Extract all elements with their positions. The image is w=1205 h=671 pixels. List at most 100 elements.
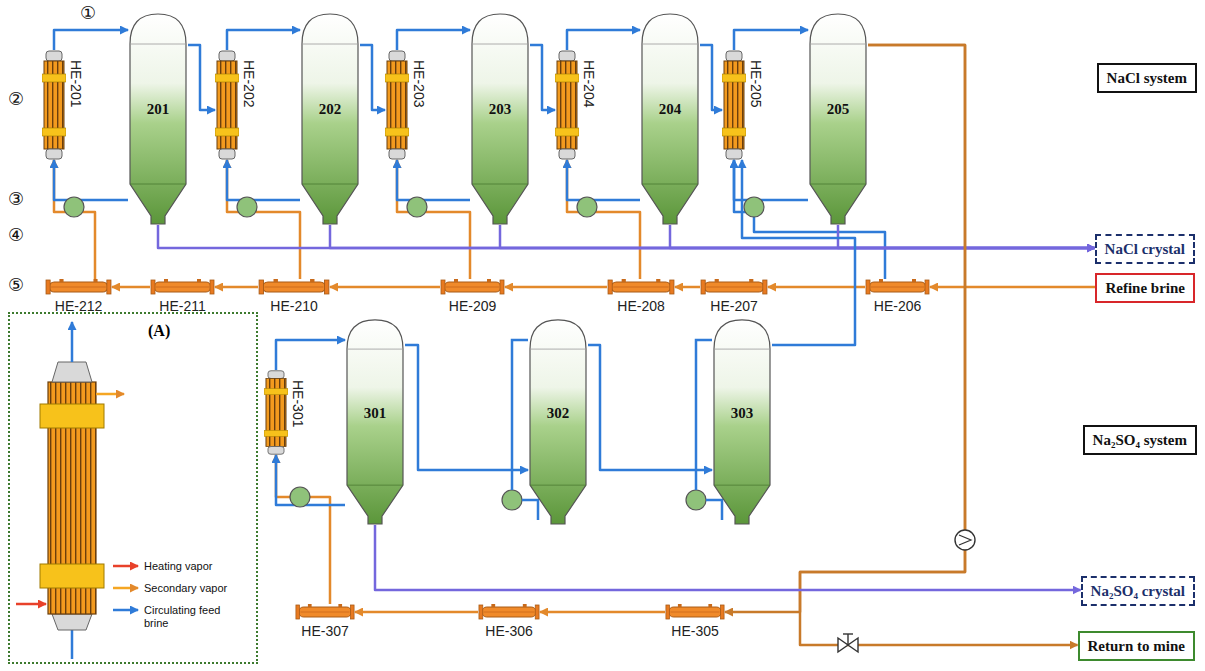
preheater-symbol <box>150 279 215 295</box>
stream-box: NaCl crystal <box>1095 234 1195 264</box>
legend-text: Secondary vapor <box>144 582 227 595</box>
equipment-tag: HE-209 <box>449 298 496 314</box>
evaporator: 203 <box>470 12 530 225</box>
heat-exchanger-symbol <box>42 50 66 160</box>
heat-exchanger-symbol <box>555 50 579 160</box>
pipe-connector <box>734 160 808 200</box>
evaporator-vessel <box>808 12 868 225</box>
evaporator: 202 <box>300 12 360 225</box>
legend-arrow <box>112 582 140 594</box>
pipe-connector <box>734 30 808 50</box>
preheater-symbol <box>258 279 330 295</box>
pipe-connector <box>768 286 865 289</box>
evaporator-number: 303 <box>712 405 772 422</box>
preheater-symbol <box>607 279 675 295</box>
preheater: HE-307 <box>295 604 355 620</box>
evaporator-vessel <box>128 12 188 225</box>
preheater-symbol <box>478 604 540 620</box>
stream-box: NaCl system <box>1097 63 1197 93</box>
equipment-tag: HE-204 <box>581 60 597 107</box>
evaporator-vessel <box>345 318 405 525</box>
pipe-connector <box>930 286 1095 289</box>
equipment-tag: HE-203 <box>411 60 427 107</box>
evaporator-vessel <box>640 12 700 225</box>
pipe-connector <box>397 30 470 50</box>
preheater-symbol <box>440 279 505 295</box>
box-label: Na₂SO₄ system <box>1093 430 1187 450</box>
pipe-connector <box>500 225 1095 248</box>
evaporator: 201 <box>128 12 188 225</box>
evaporator-number: 202 <box>300 101 360 118</box>
legend-entry: Circulating feed brine <box>112 604 240 630</box>
evaporator: 301 <box>345 318 405 525</box>
box-label: Refine brine <box>1105 278 1185 298</box>
stream-box: Refine brine <box>1095 273 1195 303</box>
preheater: HE-212 <box>45 279 112 295</box>
evaporator-vessel <box>528 318 588 525</box>
pipe-connector <box>397 160 470 200</box>
inset-tag: (A) <box>148 322 170 340</box>
evaporator-vessel <box>712 318 772 525</box>
evaporator-number: 302 <box>528 405 588 422</box>
pipe-connector <box>530 45 555 110</box>
equipment-tag: HE-202 <box>241 60 257 107</box>
preheater: HE-206 <box>865 279 930 295</box>
equipment-tag: HE-210 <box>270 298 317 314</box>
pipe-connector <box>54 30 128 50</box>
pipe-connector <box>227 30 300 50</box>
pipe-connector <box>567 160 640 200</box>
evaporator-number: 204 <box>640 101 700 118</box>
evaporator-vessel <box>300 12 360 225</box>
heat-exchanger-symbol <box>215 50 239 160</box>
stream-box: Na₂SO₄ crystal <box>1081 576 1195 606</box>
heat-exchanger-symbol <box>264 370 288 455</box>
preheater: HE-306 <box>478 604 540 620</box>
preheater-symbol <box>45 279 112 295</box>
evaporator: 205 <box>808 12 868 225</box>
stream-box: Return to mine <box>1078 631 1196 661</box>
evaporator: 204 <box>640 12 700 225</box>
pipe-connector <box>567 30 640 50</box>
equipment-tag: HE-306 <box>485 623 532 639</box>
evaporator: 302 <box>528 318 588 525</box>
pipe-connector <box>227 160 300 279</box>
heat-exchanger: HE-201 <box>42 50 66 160</box>
legend-arrow <box>112 604 140 616</box>
heat-exchanger: HE-205 <box>722 50 746 160</box>
preheater-symbol <box>665 604 725 620</box>
valve <box>838 634 858 652</box>
evaporator-vessel <box>470 12 530 225</box>
legend-entry: Heating vapor <box>112 560 213 573</box>
legend-entry: Secondary vapor <box>112 582 227 595</box>
pipe-connector <box>54 160 128 200</box>
callout-number: ⑤ <box>8 274 24 295</box>
pipe-connector <box>540 611 665 614</box>
legend-arrow <box>112 560 140 572</box>
pipe-connector <box>188 45 215 110</box>
callout-number: ② <box>8 88 24 109</box>
pipe-connector <box>567 160 640 279</box>
preheater-symbol <box>295 604 355 620</box>
box-label: NaCl system <box>1107 68 1187 88</box>
preheater-symbol <box>865 279 930 295</box>
pipe-connector <box>355 611 478 614</box>
box-label: Na₂SO₄ crystal <box>1091 581 1185 601</box>
evaporator: 303 <box>712 318 772 525</box>
legend-text: Heating vapor <box>144 560 213 573</box>
pipe-connector <box>276 340 345 370</box>
pipe-connector <box>675 286 700 289</box>
legend-text: Circulating feed brine <box>144 604 240 630</box>
evaporator-number: 203 <box>470 101 530 118</box>
pipe-connector <box>838 225 1095 248</box>
heat-exchanger: HE-203 <box>385 50 409 160</box>
pipe-connector <box>215 286 258 289</box>
equipment-tag: HE-205 <box>748 60 764 107</box>
pipe-connector <box>405 345 528 470</box>
equipment-tag: HE-208 <box>617 298 664 314</box>
heat-exchanger-symbol <box>722 50 746 160</box>
pipe-connector <box>54 160 95 279</box>
preheater: HE-211 <box>150 279 215 295</box>
pipe-connector <box>700 45 722 110</box>
equipment-tag: HE-305 <box>671 623 718 639</box>
pipe-connector <box>505 286 607 289</box>
